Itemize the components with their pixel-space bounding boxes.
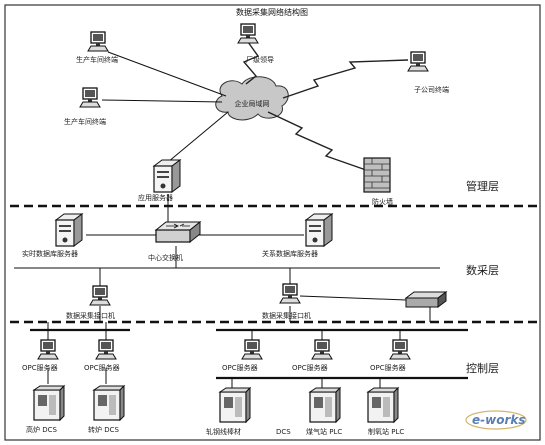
web-server-label: 应用服务器 (138, 193, 173, 202)
workshop-terminal-1-label: 生产车间终端 (76, 55, 118, 64)
collector-1-label: 数据采集接口机 (66, 311, 115, 320)
firewall: 防火墙 (363, 157, 393, 206)
dcs-1: 高炉 DCS (26, 385, 65, 434)
dcs-1-label: 高炉 DCS (26, 425, 58, 434)
plc-2: 制氧站 PLC (367, 387, 404, 436)
plc-2-label: 制氧站 PLC (368, 427, 404, 436)
opc-server-3: OPC服务器 (222, 339, 263, 372)
workshop-terminal-2: 生产车间终端 (64, 87, 106, 126)
core-switch-label: 中心交换机 (148, 253, 183, 262)
office-terminal-label: 子公司终端 (414, 85, 449, 94)
cloud-label: 企业局域网 (235, 99, 270, 108)
dcs-3: 轧钢线棒材 (206, 387, 251, 436)
workshop-terminal-2-label: 生产车间终端 (64, 117, 106, 126)
core-switch: 中心交换机 (148, 220, 202, 262)
watermark-text: e-works (472, 413, 526, 427)
opc-1-label: OPC服务器 (22, 363, 58, 372)
leader-terminal-label: 厂级领导 (246, 55, 274, 64)
opc-server-5: OPC服务器 (370, 339, 411, 372)
diagram-border (4, 4, 541, 441)
collector-1: 数据采集接口机 (66, 285, 115, 320)
web-server: 应用服务器 (138, 159, 181, 202)
plc-1: 煤气站 PLC (306, 387, 342, 436)
dcs-3-label: 轧钢线棒材 (206, 427, 241, 436)
opc-2-label: OPC服务器 (84, 363, 120, 372)
diagram-title: 数据采集网络结构图 (236, 7, 308, 17)
plc-1-label: 煤气站 PLC (306, 427, 342, 436)
leader-terminal: 厂级领导 (237, 23, 274, 64)
workshop-terminal-1: 生产车间终端 (76, 31, 118, 64)
layer-acquisition: 数采层 (466, 264, 499, 277)
dcs-4-label: DCS (276, 428, 291, 436)
opc-server-1: OPC服务器 (22, 339, 59, 372)
realtime-db-label: 实时数据库服务器 (22, 249, 78, 258)
layer-management: 管理层 (466, 179, 499, 193)
relational-db-label: 关系数据库服务器 (262, 249, 318, 258)
office-terminal: 子公司终端 (407, 51, 449, 94)
relational-db-server: 关系数据库服务器 (262, 213, 333, 258)
opc-4-label: OPC服务器 (292, 363, 328, 372)
eworks-watermark: e-works (465, 410, 527, 430)
opc-3-label: OPC服务器 (222, 363, 258, 372)
dcs-2-label: 转炉 DCS (88, 425, 120, 434)
opc-server-2: OPC服务器 (84, 339, 120, 372)
realtime-db-server: 实时数据库服务器 (22, 213, 83, 258)
network-device (404, 291, 448, 308)
collector-2-label: 数据采集接口机 (262, 311, 311, 320)
opc-5-label: OPC服务器 (370, 363, 406, 372)
opc-server-4: OPC服务器 (292, 339, 333, 372)
firewall-label: 防火墙 (372, 197, 393, 206)
collector-2: 数据采集接口机 (262, 283, 311, 320)
layer-control: 控制层 (466, 361, 499, 375)
dcs-2: 转炉 DCS (88, 385, 125, 434)
